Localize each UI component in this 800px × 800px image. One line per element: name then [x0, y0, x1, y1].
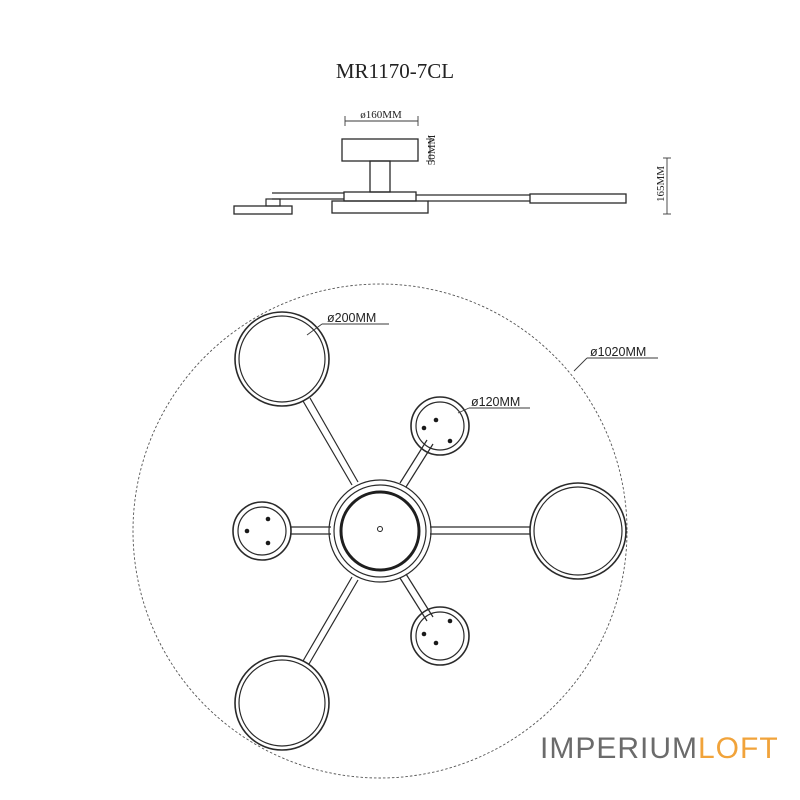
large-shade-inner: [533, 486, 623, 576]
total-height-label: 165MM: [655, 166, 667, 202]
large-shade-right: [529, 482, 627, 580]
right-shade: [529, 193, 627, 204]
arm-upper-left: [302, 400, 353, 486]
screw-point: [447, 618, 453, 624]
large-shade-inner: [238, 659, 326, 747]
small-shade-outer: [410, 606, 470, 666]
large-shade-outer: [234, 311, 330, 407]
leader-line: [457, 407, 470, 414]
large-shade-diameter-label: ø200MM: [327, 311, 376, 325]
left-shade-mount: [265, 198, 281, 207]
screw-point: [433, 640, 439, 646]
left-shade: [233, 205, 293, 215]
arm-upper-right: [405, 443, 434, 488]
arm-lower-left: [308, 579, 359, 665]
large-shade-lower-left: [234, 655, 330, 751]
small-shade-inner: [415, 401, 465, 451]
brand-logo: IMPERIUMLOFT: [540, 732, 779, 766]
hub-base: [331, 200, 429, 214]
screw-point: [265, 516, 271, 522]
hub-middle-ring: [333, 484, 427, 578]
stem: [369, 160, 391, 193]
hub-center-point: [377, 526, 383, 532]
overall-diameter-label: ø1020MM: [590, 345, 646, 359]
canopy-height-label: 50MM: [426, 135, 438, 166]
top-view: ø200MM ø1020MM ø120MM: [132, 283, 658, 779]
canopy: [341, 138, 419, 162]
overall-diameter-circle: [132, 283, 628, 779]
screw-point: [244, 528, 250, 534]
hub-body: [343, 191, 417, 202]
screw-point: [421, 631, 427, 637]
small-shade-inner: [415, 611, 465, 661]
large-shade-outer: [529, 482, 627, 580]
large-shade-upper-left: [234, 311, 330, 407]
brand-logo-part2: LOFT: [698, 732, 779, 765]
small-shade-upper-right: [410, 396, 470, 456]
screw-point: [433, 417, 439, 423]
small-shade-left: [232, 501, 292, 561]
large-shade-inner: [238, 315, 326, 403]
dimension-callouts: ø200MM ø1020MM ø120MM: [306, 311, 658, 414]
arm-upper-right: [399, 439, 428, 484]
small-shade-diameter-label: ø120MM: [471, 395, 520, 409]
small-shade-outer: [232, 501, 292, 561]
screw-point: [447, 438, 453, 444]
arm-lower-right: [399, 577, 428, 622]
arm-upper-left: [309, 397, 359, 483]
small-shade-inner: [237, 506, 287, 556]
small-shade-lower-right: [410, 606, 470, 666]
small-shade-outer: [410, 396, 470, 456]
side-view: ø160MM 50MM 165MM: [233, 109, 671, 215]
leader-line: [573, 357, 588, 372]
brand-logo-part1: IMPERIUM: [540, 732, 698, 765]
arms: [290, 397, 530, 665]
screw-point: [265, 540, 271, 546]
screw-point: [421, 425, 427, 431]
hub-canopy: [339, 490, 421, 572]
leader-line: [306, 323, 323, 336]
arm-lower-left: [302, 576, 353, 662]
canopy-diameter-label: ø160MM: [360, 109, 402, 121]
center-hub: [328, 479, 432, 583]
model-title: MR1170-7CL: [336, 59, 454, 83]
arm-lower-right: [405, 573, 434, 618]
hub-outer-ring: [328, 479, 432, 583]
large-shade-outer: [234, 655, 330, 751]
